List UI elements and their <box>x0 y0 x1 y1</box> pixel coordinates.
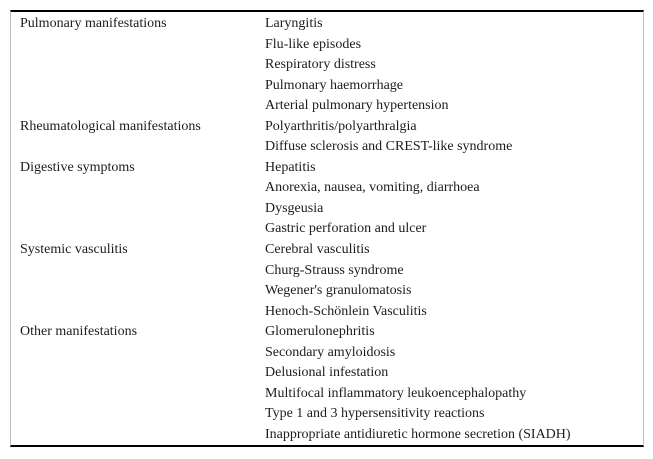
table-cell: Henoch-Schönlein Vasculitis <box>265 303 427 319</box>
items-column: Hepatitis Anorexia, nausea, vomiting, di… <box>265 158 643 240</box>
category-cell: Pulmonary manifestations <box>20 16 167 31</box>
category-cell: Digestive symptoms <box>20 159 135 175</box>
manifestations-table: Pulmonary manifestations Laryngitis Flu-… <box>10 10 644 447</box>
table-cell: Pulmonary haemorrhage <box>265 77 404 93</box>
table-cell: Glomerulonephritis <box>265 324 375 340</box>
table-cell: Gastric perforation and ulcer <box>265 221 427 237</box>
table-cell: Type 1 and 3 hypersensitivity reactions <box>265 406 485 422</box>
table-group-rheumatological: Rheumatological manifestations Polyarthr… <box>20 117 643 158</box>
table-cell: Dysgeusia <box>265 200 324 216</box>
table-cell: Flu-like episodes <box>265 36 362 52</box>
table-cell: Delusional infestation <box>265 365 389 381</box>
table-group-digestive: Digestive symptoms Hepatitis Anorexia, n… <box>20 158 643 240</box>
category-cell: Other manifestations <box>20 324 138 340</box>
items-column: Cerebral vasculitis Churg-Strauss syndro… <box>265 240 643 322</box>
table-group-pulmonary: Pulmonary manifestations Laryngitis Flu-… <box>20 14 643 117</box>
category-cell: Systemic vasculitis <box>20 242 128 258</box>
table-cell: Inappropriate antidiuretic hormone secre… <box>265 426 571 442</box>
table-cell: Respiratory distress <box>265 57 376 73</box>
table-cell: Cerebral vasculitis <box>265 242 370 258</box>
table-cell: Wegener's granulomatosis <box>265 283 412 299</box>
table-cell: Anorexia, nausea, vomiting, diarrhoea <box>265 180 480 196</box>
table-cell: Diffuse sclerosis and CREST-like syndrom… <box>265 139 513 155</box>
table-cell: Polyarthritis/polyarthralgia <box>265 118 417 134</box>
table-cell: Laryngitis <box>265 16 323 31</box>
table-cell: Hepatitis <box>265 159 316 175</box>
items-column: Polyarthritis/polyarthralgia Diffuse scl… <box>265 117 643 158</box>
category-cell: Rheumatological manifestations <box>20 118 201 134</box>
table-cell: Multifocal inflammatory leukoencephalopa… <box>265 385 527 401</box>
items-column: Glomerulonephritis Secondary amyloidosis… <box>265 322 643 445</box>
table-cell: Churg-Strauss syndrome <box>265 262 404 278</box>
table-cell: Arterial pulmonary hypertension <box>265 98 449 114</box>
table-group-vasculitis: Systemic vasculitis Cerebral vasculitis … <box>20 240 643 322</box>
table-cell: Secondary amyloidosis <box>265 344 396 360</box>
items-column: Laryngitis Flu-like episodes Respiratory… <box>265 14 643 117</box>
table-group-other: Other manifestations Glomerulonephritis … <box>20 322 643 445</box>
